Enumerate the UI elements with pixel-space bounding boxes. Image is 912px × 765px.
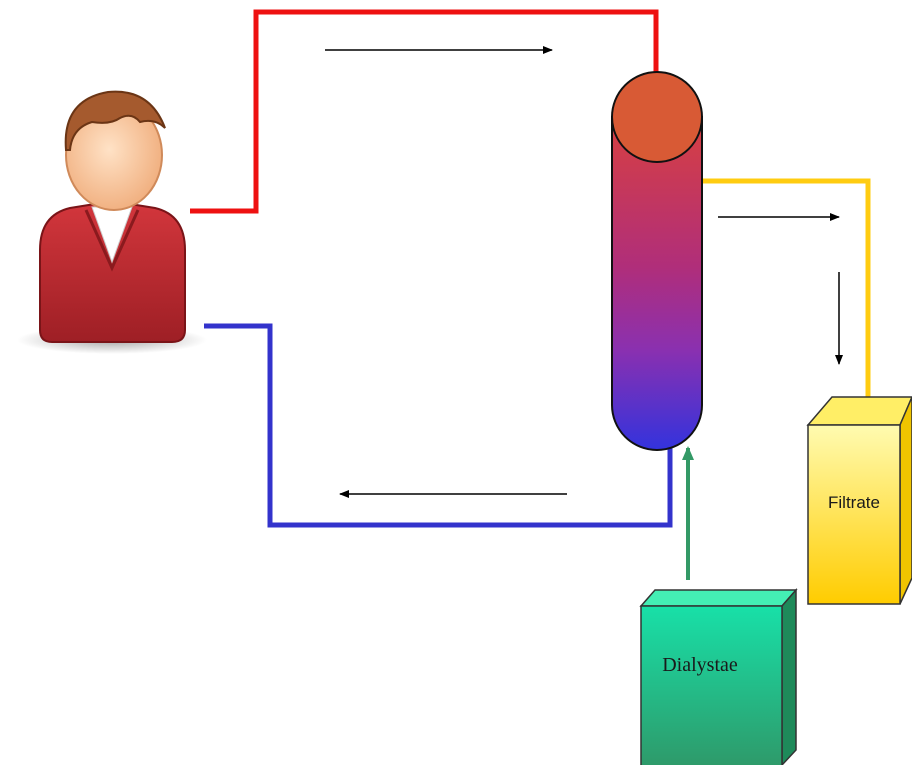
- dialyzer-icon: [611, 71, 703, 451]
- filtrate-box: Filtrate: [806, 396, 912, 605]
- dialysate-box: Dialystae: [639, 588, 798, 765]
- filtrate-label: Filtrate: [828, 493, 880, 512]
- patient-icon: [17, 90, 207, 354]
- arterial-line: [190, 9, 659, 214]
- dialysate-label: Dialystae: [662, 654, 738, 676]
- filtrate-line: [702, 178, 871, 402]
- venous-line: [204, 323, 673, 528]
